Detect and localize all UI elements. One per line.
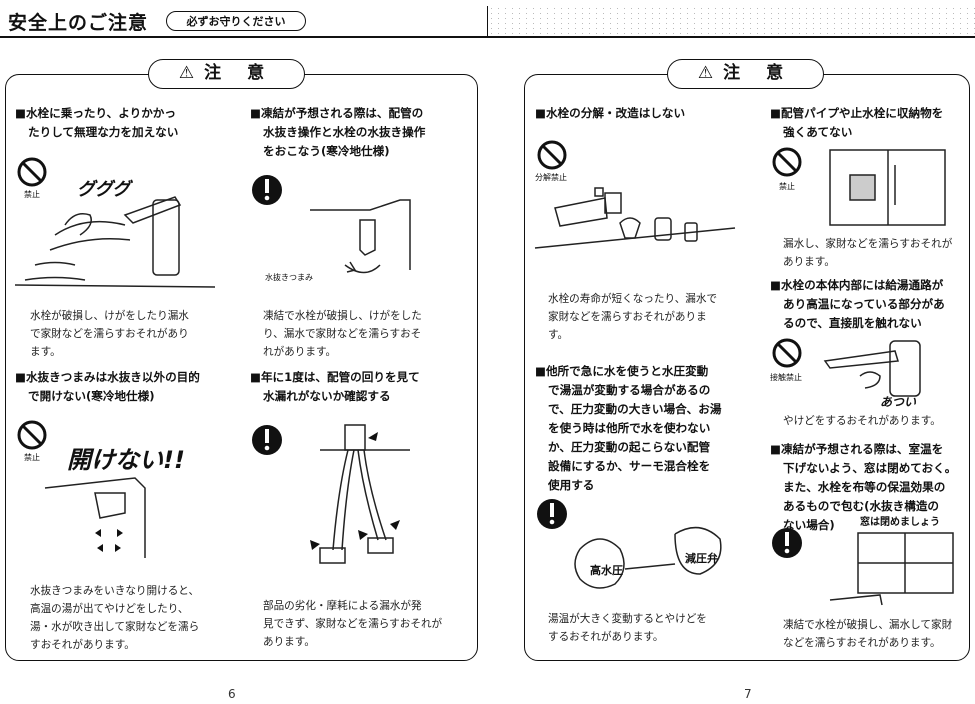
hot-body-illustration: 接触禁止 あつい [770, 338, 921, 409]
sound-effect: 窓は閉めましょう [860, 515, 940, 528]
right-s1-heading: ■配管パイプや止水栓に収納物を強くあてない [770, 106, 944, 139]
cabinet-illustration: 禁止 [772, 147, 946, 226]
sound-effect: あつい [880, 395, 917, 409]
left-s0-body: 水栓が破損し、けがをしたり漏水で家財などを濡らすおそれがあります。 [30, 310, 189, 358]
prohibited-label: 禁止 [779, 181, 795, 191]
left-page-number: 6 [228, 687, 236, 701]
left-s2-body: 水抜きつまみをいきなり開けると、高温の湯が出てやけどをしたり、湯・水が吹き出して… [30, 585, 200, 651]
right-s4-heading: ■凍結が予想される際は、室温を下げないよう、窓は閉めておく。また、水栓を布等の保… [770, 442, 957, 532]
header-badge: 必ずお守りください [166, 11, 306, 31]
cartoon-right-label: 減圧弁 [685, 551, 718, 565]
no-disassembly-label: 分解禁止 [535, 172, 567, 182]
left-s0-heading: ■水栓に乗ったり、よりかかったりして無理な力を加えない [15, 106, 179, 139]
right-s3-body: 湯温が大きく変動するとやけどをするおそれがあります。 [548, 613, 707, 643]
pressure-cartoon-illustration: 高水圧 減圧弁 [537, 499, 722, 589]
mandatory-icon [772, 528, 802, 558]
prohibited-icon [17, 420, 47, 450]
no-disassembly-icon [537, 140, 567, 170]
drain-open-illustration: 禁止 開けない!! [17, 420, 185, 558]
right-s4-body: 凍結で水栓が破損し、漏水して家財などを濡らすおそれがあります。 [783, 619, 953, 649]
warning-triangle-icon: ⚠ [697, 63, 714, 83]
right-page-number: 7 [744, 687, 752, 701]
prohibited-label: 禁止 [24, 189, 40, 199]
left-s1-heading: ■凍結が予想される際は、配管の水抜き操作と水栓の水抜き操作をおこなう(寒冷地仕様… [250, 106, 426, 158]
mandatory-icon [252, 425, 282, 455]
disassembly-illustration: 分解禁止 [534, 140, 736, 249]
mandatory-icon [252, 175, 282, 205]
prohibited-icon [17, 157, 47, 187]
right-s0-body: 水栓の寿命が短くなったり、漏水で家財などを濡らすおそれがあります。 [548, 293, 718, 341]
left-s1-body: 凍結で水栓が破損し、けがをしたり、漏水で家財などを濡らすおそれがあります。 [263, 310, 422, 358]
drain-knob-caption: 水抜きつまみ [265, 272, 313, 282]
right-caution-title: ⚠注 意 [667, 59, 824, 89]
page-title: 安全上のご注意 [8, 12, 149, 34]
no-touch-label: 接触禁止 [770, 372, 802, 382]
cartoon-left-label: 高水圧 [590, 563, 623, 577]
right-s0-heading: ■水栓の分解・改造はしない [535, 106, 686, 120]
sound-effect: 開けない!! [67, 446, 185, 474]
header-rule-dotted [487, 6, 975, 38]
mandatory-icon [537, 499, 567, 529]
window-illustration: 窓は閉めましょう [772, 515, 954, 606]
pipe-check-illustration [252, 424, 410, 564]
right-s2-body: やけどをするおそれがあります。 [783, 415, 941, 427]
left-caution-title: ⚠注 意 [148, 59, 305, 89]
right-s2-heading: ■水栓の本体内部には給湯通路があり高温になっている部分があるので、直接肌を触れな… [770, 278, 945, 330]
header-rule [0, 36, 487, 38]
faucet-lean-illustration: 禁止 グググ [14, 157, 216, 288]
prohibited-icon [772, 147, 802, 177]
left-s3-body: 部品の劣化・摩耗による漏水が発見できず、家財などを濡らすおそれがあります。 [263, 600, 443, 648]
sound-effect: グググ [77, 179, 133, 200]
left-s3-heading: ■年に1度は、配管の回りを見て水漏れがないか確認する [250, 370, 420, 403]
right-s3-heading: ■他所で急に水を使うと水圧変動で湯温が変動する場合があるので、圧力変動の大きい場… [535, 364, 722, 492]
drain-knob-illustration: 水抜きつまみ [252, 175, 411, 282]
right-s1-body: 漏水し、家財などを濡らすおそれがあります。 [783, 238, 953, 268]
warning-triangle-icon: ⚠ [178, 63, 195, 83]
no-touch-icon [772, 338, 802, 368]
prohibited-label: 禁止 [24, 452, 40, 462]
left-s2-heading: ■水抜きつまみは水抜き以外の目的で開けない(寒冷地仕様) [15, 370, 200, 403]
